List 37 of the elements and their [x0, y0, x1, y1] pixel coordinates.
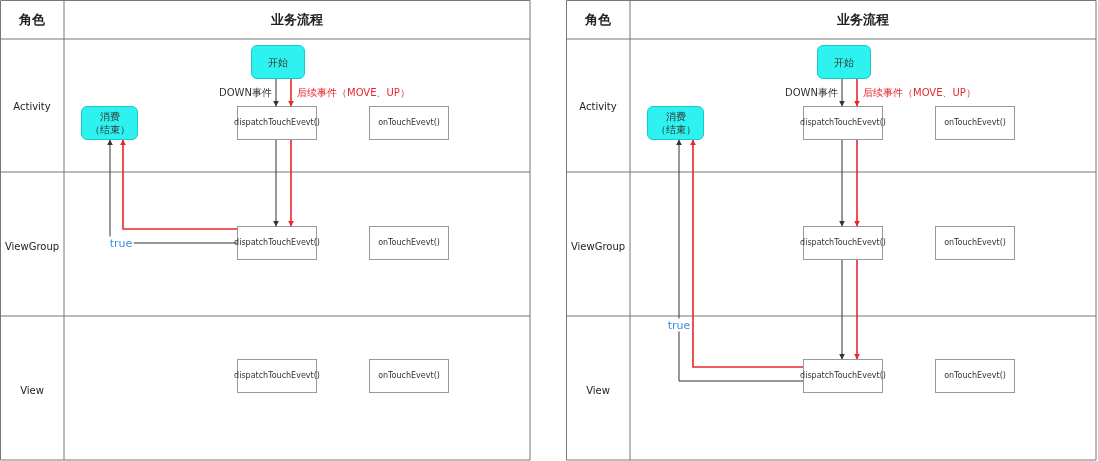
start-box: 开始 — [817, 45, 871, 79]
method-box: onTouchEvevt() — [369, 226, 449, 260]
arrow — [288, 78, 294, 107]
arrow — [839, 259, 845, 360]
method-box: onTouchEvevt() — [935, 226, 1015, 260]
end-box: 消费（结束） — [81, 106, 138, 140]
column-header: 业务流程 — [271, 11, 323, 29]
row-label: View — [586, 384, 610, 396]
arrow — [690, 139, 804, 368]
arrow — [273, 139, 279, 227]
row-label: ViewGroup — [4, 240, 60, 252]
edge-label: DOWN事件 — [218, 86, 273, 100]
arrow — [854, 259, 860, 360]
edge-label: true — [108, 236, 134, 250]
row-label: View — [20, 384, 44, 396]
column-header: 角色 — [585, 11, 611, 29]
method-box: onTouchEvevt() — [369, 359, 449, 393]
column-header: 角色 — [19, 11, 45, 29]
arrow — [839, 78, 845, 107]
row-label: Activity — [579, 100, 617, 112]
start-box: 开始 — [251, 45, 305, 79]
arrow — [676, 139, 804, 382]
method-box: onTouchEvevt() — [935, 359, 1015, 393]
arrow — [273, 78, 279, 107]
row-label: Activity — [13, 100, 51, 112]
row-label: ViewGroup — [570, 240, 626, 252]
arrow — [854, 78, 860, 107]
arrow — [120, 139, 238, 230]
edge-label: true — [666, 318, 692, 332]
arrow — [854, 139, 860, 227]
method-box: onTouchEvevt() — [935, 106, 1015, 140]
method-box: onTouchEvevt() — [369, 106, 449, 140]
arrow — [288, 139, 294, 227]
end-box: 消费（结束） — [647, 106, 704, 140]
arrow — [839, 139, 845, 227]
column-header: 业务流程 — [837, 11, 889, 29]
edge-label: DOWN事件 — [784, 86, 839, 100]
